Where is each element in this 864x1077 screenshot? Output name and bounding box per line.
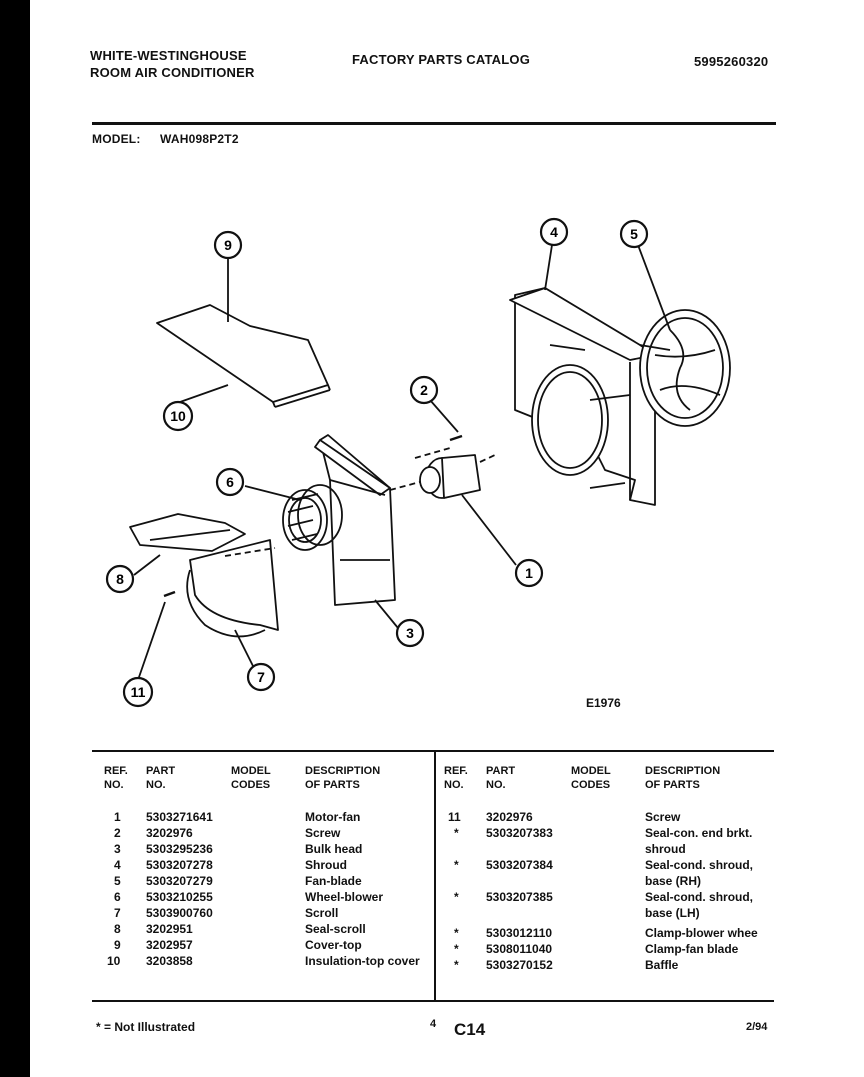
table-center-divider (434, 752, 436, 1002)
catalog-page: WHITE-WESTINGHOUSE ROOM AIR CONDITIONER … (30, 0, 864, 1077)
brand-line-2: ROOM AIR CONDITIONER (90, 65, 255, 80)
svg-text:1: 1 (525, 565, 533, 581)
callout-1: 1 (514, 558, 544, 588)
part-scroll (189, 539, 279, 631)
table-bottom-rule (92, 1000, 774, 1002)
callout-5: 5 (619, 219, 649, 249)
svg-text:6: 6 (226, 474, 234, 490)
callout-7: 7 (246, 662, 276, 692)
callout-4: 4 (539, 217, 569, 247)
brand-line-1: WHITE-WESTINGHOUSE (90, 48, 247, 63)
header-ref-right: REF.NO. (444, 765, 468, 791)
model-label: MODEL: (92, 132, 141, 146)
svg-text:8: 8 (116, 571, 124, 587)
part-bulk-head (319, 434, 396, 606)
callout-3: 3 (395, 618, 425, 648)
part-seal-scroll (129, 513, 246, 552)
footnote-not-illustrated: * = Not Illustrated (96, 1020, 196, 1034)
page-small: 4 (430, 1018, 437, 1030)
svg-text:7: 7 (257, 669, 265, 685)
header-ref: REF.NO. (104, 765, 128, 791)
table-top-rule (92, 750, 774, 752)
svg-text:10: 10 (170, 408, 186, 424)
part-cover-top (156, 304, 329, 403)
svg-text:9: 9 (224, 237, 232, 253)
callout-markers: 9 10 2 4 5 6 8 1 3 7 11 (105, 217, 649, 708)
catalog-number: 5995260320 (694, 54, 769, 69)
figure-id: E1976 (586, 696, 621, 710)
part-fan-blade (639, 309, 731, 427)
header-rule (92, 122, 776, 125)
revision-date: 2/94 (746, 1021, 768, 1033)
page-code: C14 (454, 1020, 486, 1039)
callout-9: 9 (213, 230, 243, 260)
svg-text:3: 3 (406, 625, 414, 641)
callout-8: 8 (105, 564, 135, 594)
catalog-title: FACTORY PARTS CATALOG (352, 52, 531, 67)
callout-10: 10 (162, 400, 194, 432)
svg-text:4: 4 (550, 224, 558, 240)
callout-6: 6 (215, 467, 245, 497)
callout-11: 11 (122, 676, 154, 708)
svg-text:5: 5 (630, 226, 638, 242)
svg-text:2: 2 (420, 382, 428, 398)
exploded-parts-diagram: 9 10 2 4 5 6 8 1 3 7 11 E1976 (105, 217, 731, 710)
model-value: WAH098P2T2 (160, 132, 239, 146)
svg-text:11: 11 (131, 684, 146, 700)
callout-2: 2 (409, 375, 439, 405)
